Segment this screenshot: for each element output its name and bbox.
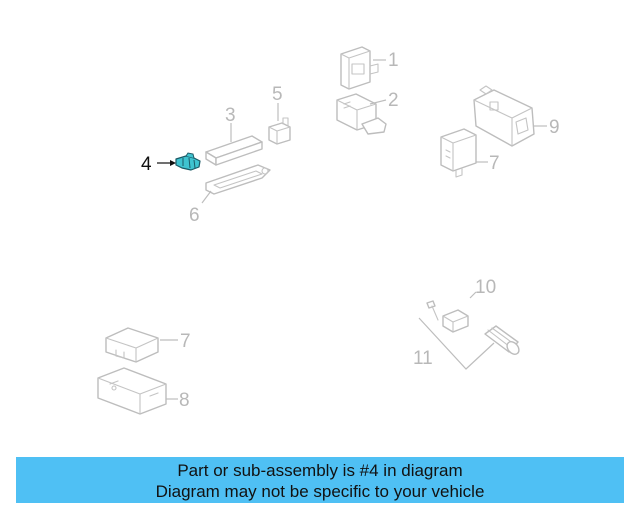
leader-4-arrowhead [170, 160, 176, 166]
leader-11-bracket [418, 317, 495, 370]
part-3-antenna-bar[interactable] [205, 135, 263, 166]
callout-7-upper[interactable]: 7 [489, 153, 500, 174]
part-4-highlighted[interactable] [175, 152, 201, 171]
callout-9[interactable]: 9 [549, 117, 560, 138]
callout-10[interactable]: 10 [475, 277, 496, 298]
part-2-module-bracket[interactable] [336, 93, 387, 135]
banner-line-2: Diagram may not be specific to your vehi… [155, 482, 485, 501]
leader-10 [469, 291, 477, 299]
info-banner: Part or sub-assembly is #4 in diagram Di… [16, 457, 624, 503]
leader-6 [201, 190, 212, 204]
callout-2[interactable]: 2 [388, 90, 399, 111]
callout-3[interactable]: 3 [225, 105, 236, 126]
callout-4[interactable]: 4 [141, 154, 152, 175]
callout-7-lower[interactable]: 7 [180, 331, 191, 352]
callout-1[interactable]: 1 [388, 50, 399, 71]
callout-8[interactable]: 8 [179, 390, 190, 411]
callout-6[interactable]: 6 [189, 205, 200, 226]
part-7-module-lower[interactable] [105, 327, 159, 363]
callout-11[interactable]: 11 [413, 348, 433, 369]
banner-line-1: Part or sub-assembly is #4 in diagram [177, 461, 463, 480]
part-4-body [175, 155, 201, 171]
part-7-module-upper[interactable] [440, 128, 477, 178]
part-9-bracket-module[interactable] [473, 85, 535, 147]
part-11-sensor[interactable] [484, 325, 521, 357]
parts-diagram: 1 2 3 4 5 6 [97, 46, 560, 415]
part-8-bracket[interactable] [97, 367, 167, 415]
part-10-valve[interactable] [426, 300, 469, 333]
part-1-module[interactable] [340, 46, 379, 90]
part-6-antenna[interactable] [205, 164, 271, 195]
part-5-bracket[interactable] [268, 117, 291, 145]
leader-2 [369, 99, 387, 105]
callout-5[interactable]: 5 [272, 84, 283, 105]
